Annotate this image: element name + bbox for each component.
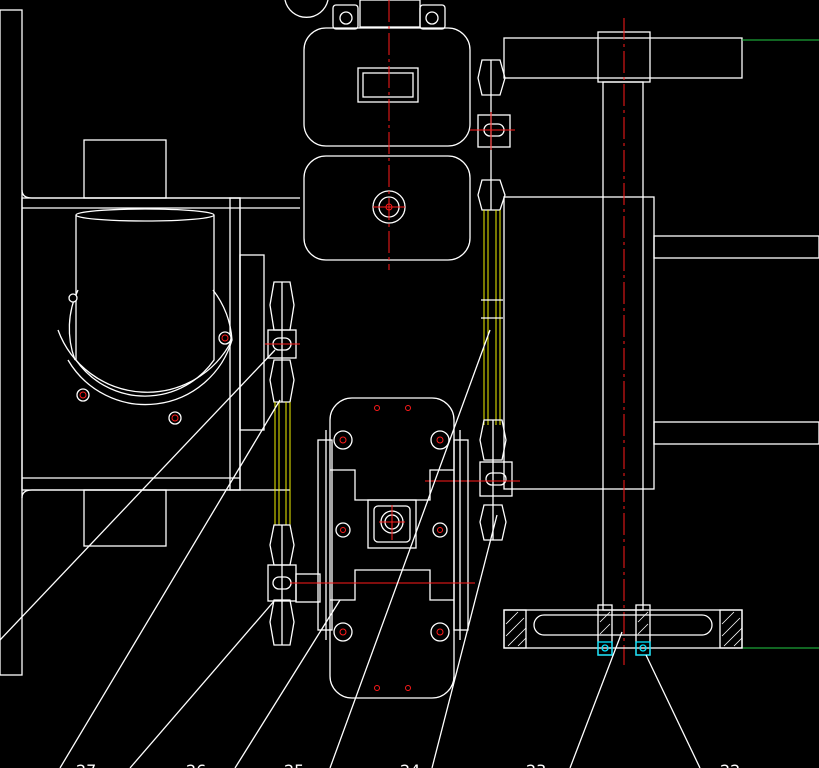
upper-motor: [284, 0, 471, 270]
motor-housing: [57, 208, 233, 425]
left-frame: [0, 9, 300, 676]
left-lower-pulley: [267, 524, 321, 646]
right-column: [503, 18, 819, 665]
callout-label-22: 22: [720, 761, 740, 768]
callout-label-24: 24: [400, 761, 420, 768]
callout-label-23: 23: [526, 761, 546, 768]
callout-label-27: 27: [76, 761, 96, 768]
leader-lines: [0, 329, 701, 768]
belt-left: [274, 402, 291, 525]
upper-pulley: [470, 59, 515, 211]
belt-right: [481, 210, 503, 425]
left-upper-pulley: [265, 281, 300, 403]
callout-labels: 27 26 25 24 23 22: [76, 761, 740, 768]
callout-label-26: 26: [186, 761, 206, 768]
callout-label-25: 25: [284, 761, 304, 768]
right-lower-pulley: [425, 419, 520, 541]
reducer-gearbox: [290, 397, 475, 699]
rotating-base: [503, 604, 743, 656]
